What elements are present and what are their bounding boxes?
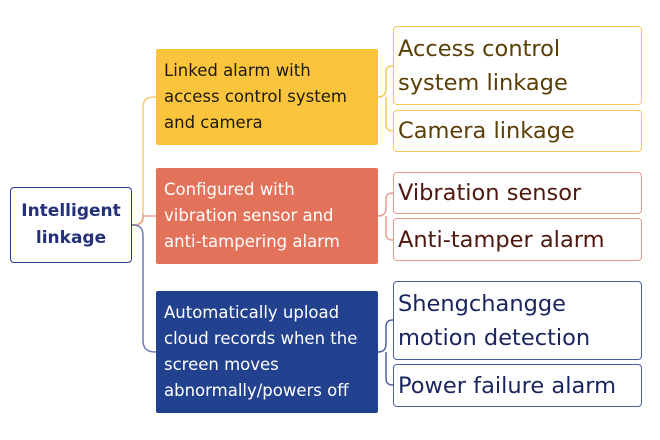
root-bracket-red — [131, 215, 156, 226]
leaf-label: Camera linkage — [398, 118, 575, 144]
red-bracket — [377, 192, 394, 241]
leaf-access-control-linkage: Access control system linkage — [393, 26, 642, 105]
branch-node-cloud-upload: Automatically upload cloud records when … — [156, 291, 378, 413]
branch-label: Linked alarm with access control system … — [164, 61, 347, 132]
leaf-camera-linkage: Camera linkage — [393, 110, 642, 152]
root-bracket-blue — [131, 224, 157, 353]
leaf-label: Shengchangge motion detection — [398, 290, 591, 351]
branch-label: Configured with vibration sensor and ant… — [164, 180, 340, 251]
leaf-vibration-sensor: Vibration sensor — [393, 172, 642, 214]
leaf-label: Anti-tamper alarm — [398, 226, 605, 253]
leaf-label: Power failure alarm — [398, 372, 617, 399]
blue-bracket — [377, 319, 394, 386]
branch-node-vibration-tamper: Configured with vibration sensor and ant… — [156, 168, 378, 264]
root-bracket — [131, 96, 157, 226]
branch-label: Automatically upload cloud records when … — [164, 303, 358, 400]
leaf-anti-tamper-alarm: Anti-tamper alarm — [393, 218, 642, 261]
branch-node-alarm-linkage: Linked alarm with access control system … — [156, 49, 378, 145]
leaf-label: Vibration sensor — [398, 180, 582, 206]
yellow-bracket — [377, 65, 394, 132]
root-label: Intelligent linkage — [21, 201, 121, 248]
leaf-label: Access control system linkage — [398, 35, 568, 96]
root-node: Intelligent linkage — [10, 187, 132, 263]
leaf-power-failure-alarm: Power failure alarm — [393, 364, 642, 407]
leaf-motion-detection: Shengchangge motion detection — [393, 281, 642, 360]
